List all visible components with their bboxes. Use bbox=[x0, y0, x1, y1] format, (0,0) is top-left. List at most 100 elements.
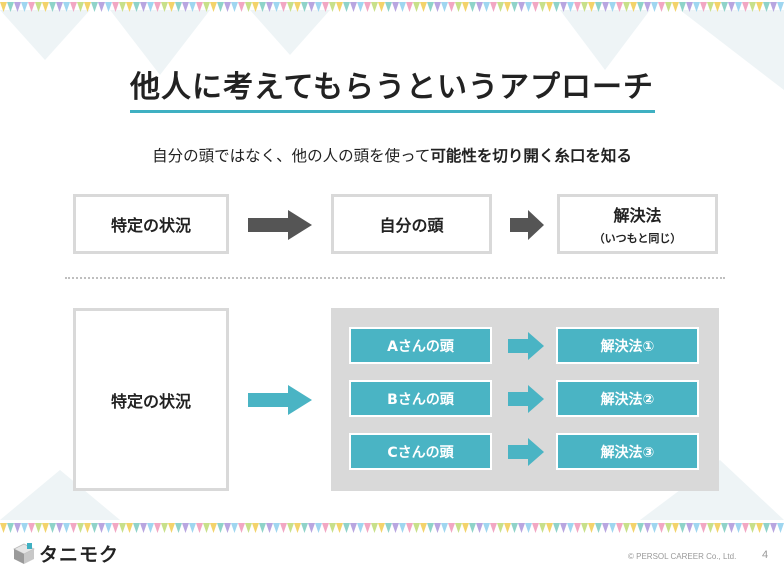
pennant-shape bbox=[462, 523, 469, 533]
pennant-shape bbox=[469, 523, 476, 533]
pennant-shape bbox=[581, 2, 588, 12]
head-a-box: Aさんの頭 bbox=[349, 327, 492, 364]
pennant-shape bbox=[105, 2, 112, 12]
pennant-shape bbox=[21, 2, 28, 12]
top-arrow-2-icon bbox=[510, 210, 544, 240]
pennant-shape bbox=[7, 2, 14, 12]
pennant-shape bbox=[126, 523, 133, 533]
pennant-shape bbox=[490, 523, 497, 533]
pennant-shape bbox=[161, 523, 168, 533]
pennant-shape bbox=[413, 2, 420, 12]
pennant-shape bbox=[203, 2, 210, 12]
pennant-shape bbox=[343, 2, 350, 12]
solution-1-box: 解決法① bbox=[556, 327, 699, 364]
pennant-shape bbox=[392, 523, 399, 533]
pennant-shape bbox=[98, 523, 105, 533]
pennant-shape bbox=[700, 523, 707, 533]
pennant-shape bbox=[672, 2, 679, 12]
pennant-shape bbox=[266, 2, 273, 12]
copyright: © PERSOL CAREER Co., Ltd. bbox=[628, 552, 737, 561]
pennant-shape bbox=[21, 523, 28, 533]
pennant-shape bbox=[469, 2, 476, 12]
pennant-shape bbox=[595, 2, 602, 12]
pennant-shape bbox=[483, 523, 490, 533]
pennant-shape bbox=[707, 523, 714, 533]
pennant-shape bbox=[721, 523, 728, 533]
pennant-shape bbox=[735, 2, 742, 12]
pennant-shape bbox=[196, 523, 203, 533]
logo-mark-icon bbox=[13, 542, 35, 564]
pennant-shape bbox=[35, 2, 42, 12]
pennant-shape bbox=[385, 523, 392, 533]
page-title: 他人に考えてもらうというアプローチ bbox=[130, 70, 654, 105]
pennant-shape bbox=[14, 2, 21, 12]
pennant-shape bbox=[140, 523, 147, 533]
pennant-shape bbox=[133, 2, 140, 12]
pennant-shape bbox=[721, 2, 728, 12]
pennant-shape bbox=[756, 523, 763, 533]
pennant-shape bbox=[658, 523, 665, 533]
pennant-shape bbox=[476, 2, 483, 12]
pennant-shape bbox=[651, 2, 658, 12]
pennant-shape bbox=[203, 523, 210, 533]
pennant-shape bbox=[441, 523, 448, 533]
pennant-shape bbox=[112, 2, 119, 12]
pennant-shape bbox=[280, 523, 287, 533]
pennant-shape bbox=[350, 2, 357, 12]
top-situation-box: 特定の状況 bbox=[73, 194, 229, 254]
pennant-shape bbox=[609, 523, 616, 533]
row-c-arrow-icon bbox=[508, 438, 544, 466]
pennant-shape bbox=[434, 523, 441, 533]
pennant-shape bbox=[196, 2, 203, 12]
pennant-shape bbox=[406, 523, 413, 533]
pennant-shape bbox=[42, 523, 49, 533]
pennant-shape bbox=[427, 2, 434, 12]
pennant-shape bbox=[189, 523, 196, 533]
pennant-shape bbox=[301, 523, 308, 533]
pennant-shape bbox=[210, 523, 217, 533]
pennant-shape bbox=[490, 2, 497, 12]
top-situation-label: 特定の状況 bbox=[110, 216, 191, 235]
pennant-shape bbox=[588, 2, 595, 12]
pennant-shape bbox=[441, 2, 448, 12]
subtitle-bold: 可能性を切り開く糸口を知る bbox=[430, 147, 632, 165]
pennant-shape bbox=[735, 523, 742, 533]
pennant-shape bbox=[672, 523, 679, 533]
pennant-shape bbox=[609, 2, 616, 12]
pennant-shape bbox=[777, 523, 784, 533]
pennant-shape bbox=[455, 523, 462, 533]
pennant-shape bbox=[686, 2, 693, 12]
pennant-shape bbox=[322, 2, 329, 12]
pennant-shape bbox=[588, 523, 595, 533]
pennant-shape bbox=[147, 2, 154, 12]
pennant-shape bbox=[56, 523, 63, 533]
pennant-shape bbox=[238, 523, 245, 533]
pennant-shape bbox=[567, 523, 574, 533]
pennant-shape bbox=[63, 523, 70, 533]
pennant-shape bbox=[693, 523, 700, 533]
pennant-shape bbox=[378, 2, 385, 12]
pennant-shape bbox=[581, 523, 588, 533]
pennant-shape bbox=[539, 2, 546, 12]
pennant-shape bbox=[742, 523, 749, 533]
pennant-shape bbox=[154, 523, 161, 533]
pennant-shape bbox=[273, 523, 280, 533]
pennant-shape bbox=[182, 2, 189, 12]
pennant-shape bbox=[742, 2, 749, 12]
pennant-shape bbox=[392, 2, 399, 12]
pennant-shape bbox=[532, 2, 539, 12]
pennant-shape bbox=[399, 2, 406, 12]
pennant-shape bbox=[105, 523, 112, 533]
pennant-shape bbox=[651, 523, 658, 533]
pennant-shape bbox=[364, 523, 371, 533]
pennant-shape bbox=[217, 523, 224, 533]
pennant-shape bbox=[7, 523, 14, 533]
pennant-shape bbox=[77, 523, 84, 533]
pennant-shape bbox=[399, 523, 406, 533]
pennant-shape bbox=[126, 2, 133, 12]
pennant-shape bbox=[539, 523, 546, 533]
pennant-shape bbox=[637, 2, 644, 12]
pennant-shape bbox=[371, 523, 378, 533]
top-arrow-1-icon bbox=[248, 210, 312, 240]
pennant-shape bbox=[119, 523, 126, 533]
